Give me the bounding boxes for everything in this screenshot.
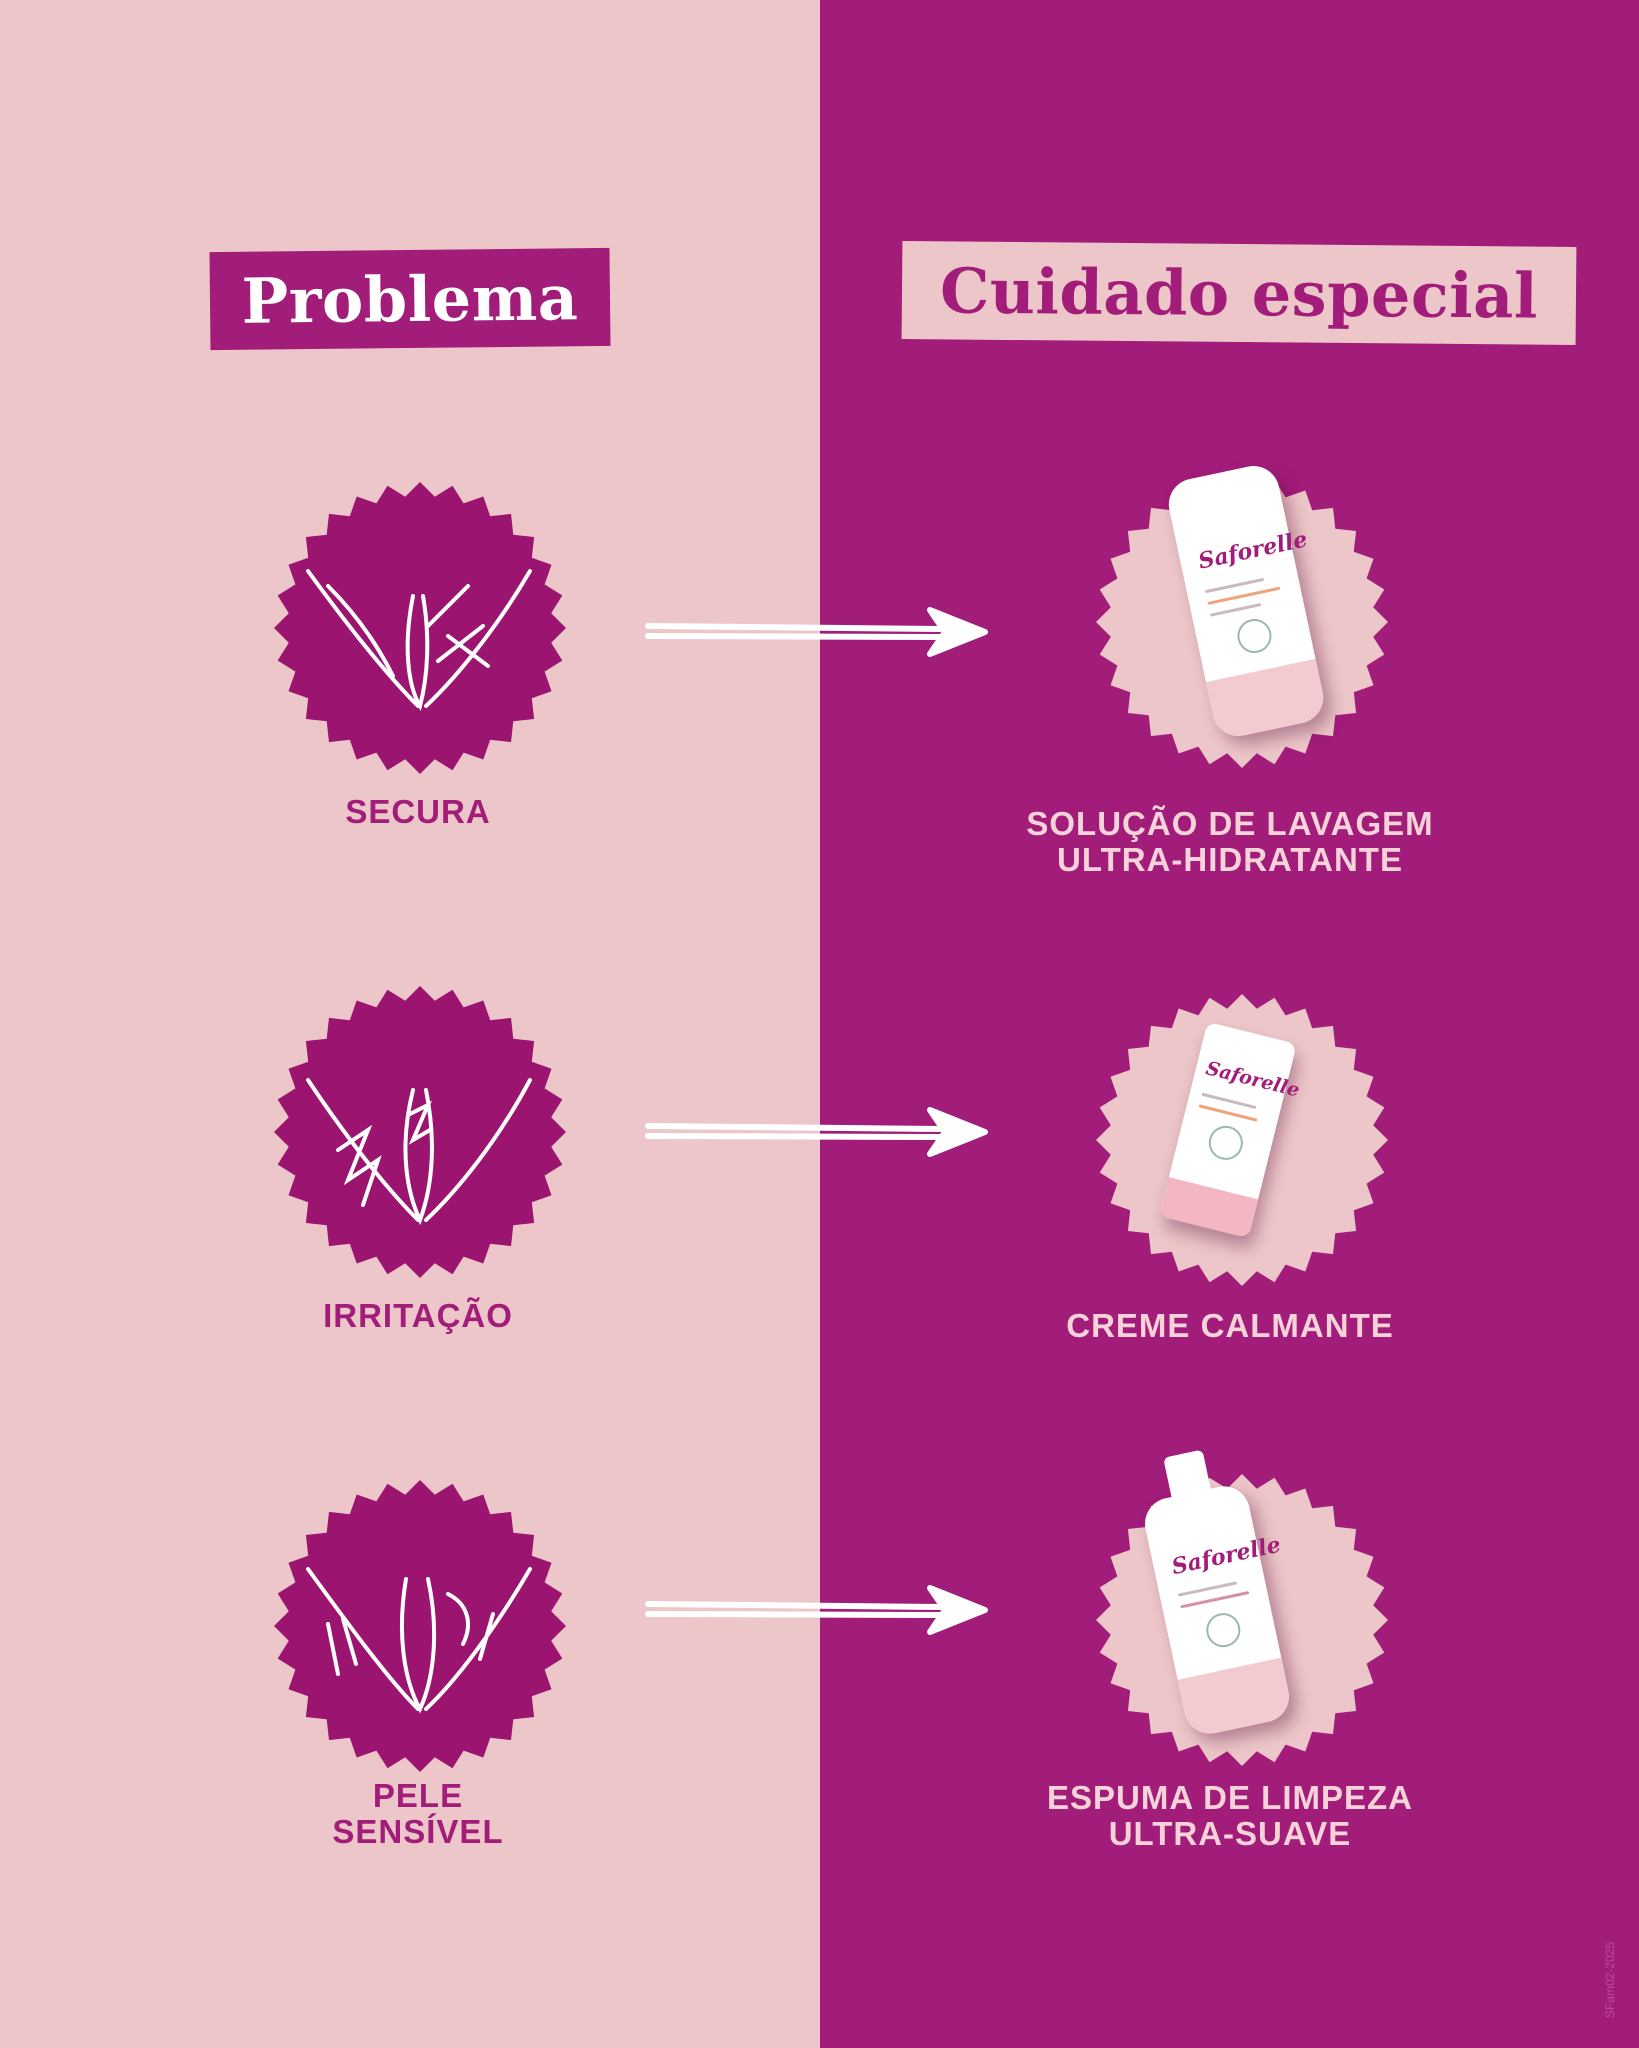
- care-heading: Cuidado especial: [901, 241, 1577, 345]
- vulva-irritation-icon: [268, 980, 572, 1284]
- problem-label-sensitive: PELE SENSÍVEL: [332, 1777, 504, 1850]
- arrow-right-icon: [645, 1107, 988, 1157]
- vulva-dryness-icon: [268, 476, 572, 780]
- brand-logo: Saforelle: [1203, 1057, 1302, 1102]
- footer-code: SFam02-2025: [1603, 1941, 1617, 2018]
- arrow-right-icon: [645, 607, 988, 657]
- seal-icon: [1205, 1122, 1247, 1164]
- solution-label-wash: SOLUÇÃO DE LAVAGEM ULTRA-HIDRATANTE: [1026, 805, 1434, 878]
- vulva-sensitive-icon: [268, 1474, 572, 1778]
- seal-icon: [1234, 615, 1275, 657]
- solution-label-foam: ESPUMA DE LIMPEZA ULTRA-SUAVE: [1047, 1779, 1413, 1852]
- brand-logo: Saforelle: [1196, 526, 1310, 575]
- problem-label-dryness: SECURA: [345, 793, 491, 830]
- problem-label-irritation: IRRITAÇÃO: [323, 1297, 513, 1334]
- seal-icon: [1203, 1609, 1244, 1651]
- problem-heading: Problema: [209, 247, 611, 351]
- arrow-right-icon: [645, 1585, 988, 1635]
- solution-label-cream: CREME CALMANTE: [1066, 1307, 1394, 1344]
